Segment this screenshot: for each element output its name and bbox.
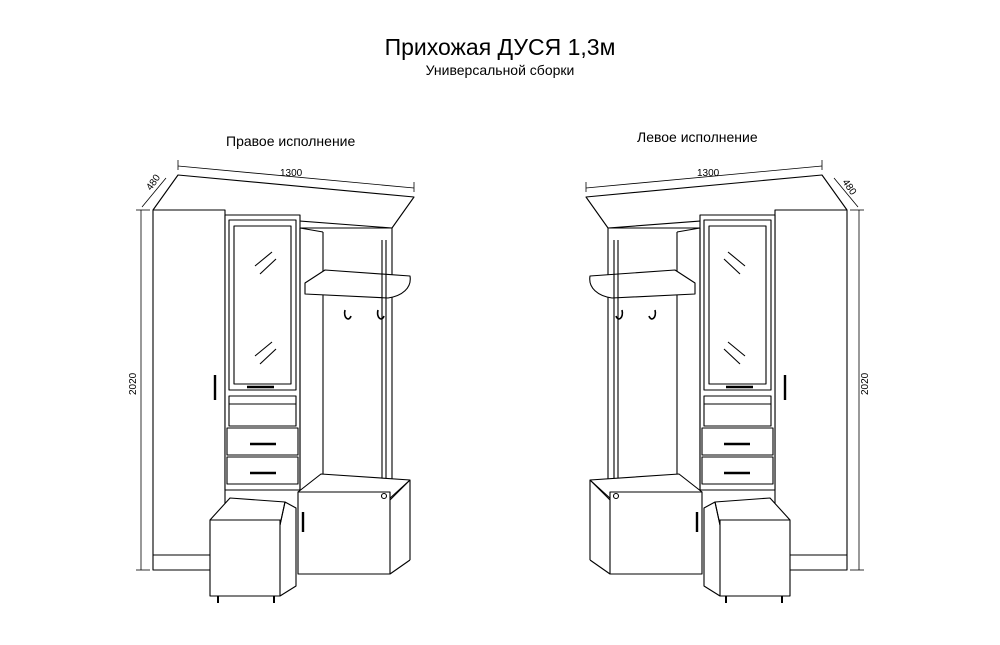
right-version-label: Правое исполнение [226,133,356,149]
left-version-unit: 1300 480 2020 [584,158,871,605]
depth-dimension-left: 480 [840,177,859,197]
height-dimension-right: 2020 [128,372,139,395]
width-dimension-right: 1300 [280,168,303,179]
diagram-subtitle: Универсальной сборки [425,62,575,78]
left-version-label: Левое исполнение [637,129,758,145]
width-dimension-left: 1300 [697,168,720,179]
diagram-title: Прихожая ДУСЯ 1,3м [384,34,616,60]
depth-dimension-right: 480 [144,172,163,192]
height-dimension-left: 2020 [860,372,871,395]
right-version-unit: 1300 480 2020 [128,158,416,605]
